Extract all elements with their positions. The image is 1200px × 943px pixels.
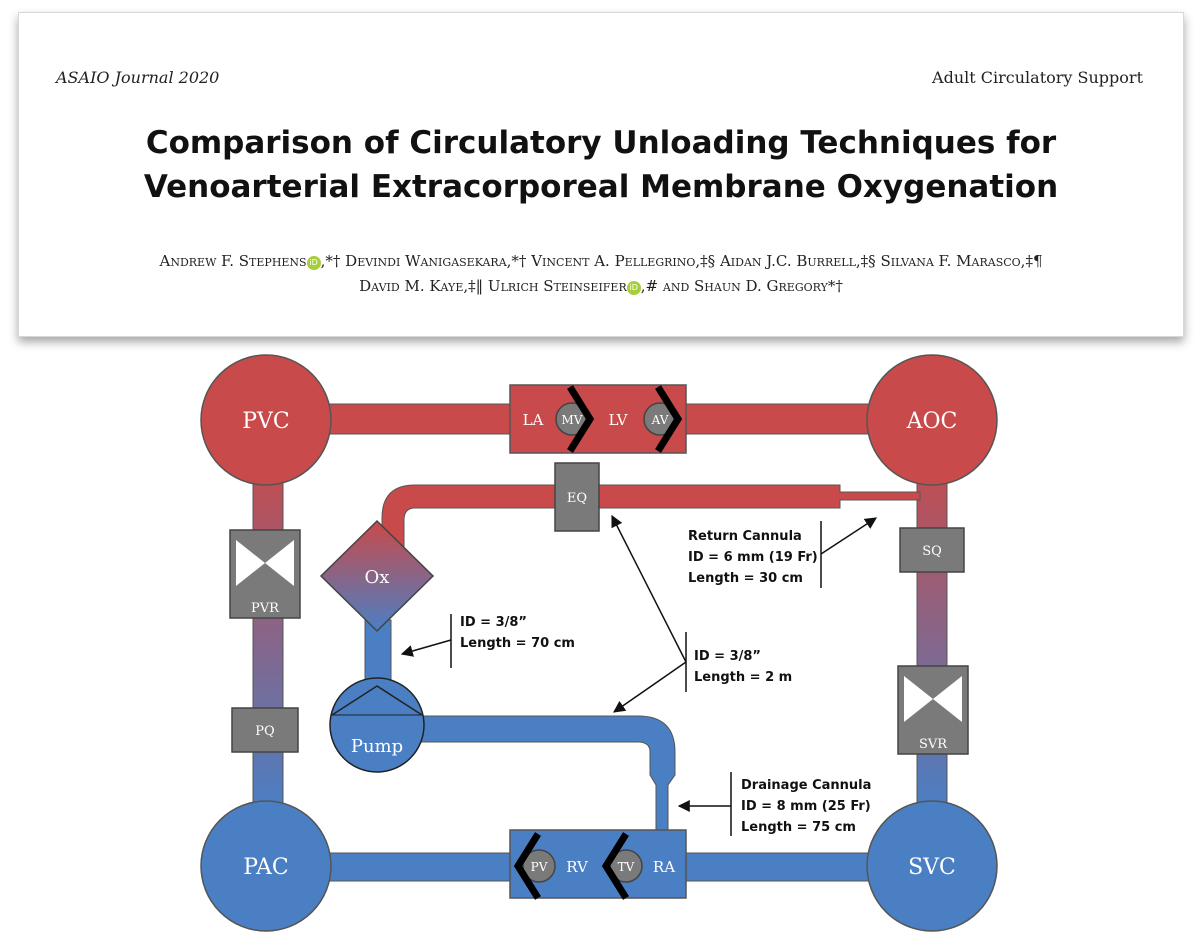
tv-label: TV — [618, 860, 635, 874]
svc-label: SVC — [908, 855, 956, 880]
return-cannula-annotation: Return Cannula ID = 6 mm (19 Fr) Length … — [688, 517, 878, 588]
pac-label: PAC — [243, 855, 289, 880]
paper-title: Comparison of Circulatory Unloading Tech… — [19, 121, 1183, 209]
pump — [329, 677, 425, 773]
ra-label: RA — [653, 858, 675, 876]
author-name: Ulrich Steinseifer — [487, 277, 627, 295]
pvr-valve-icon — [265, 540, 294, 586]
drainage-tubing — [399, 715, 676, 833]
eq-label: EQ — [567, 491, 587, 506]
author-marks: ,‡§ — [855, 252, 876, 270]
ox-label: Ox — [365, 567, 390, 588]
pulmonary-resistance-vessel — [252, 449, 284, 811]
eq-sensor — [554, 462, 600, 532]
drainage-cannula-annotation: Drainage Cannula ID = 8 mm (25 Fr) Lengt… — [677, 772, 871, 836]
svr-label: SVR — [919, 737, 948, 752]
aoc-chamber — [866, 354, 998, 486]
oxygenator — [319, 519, 435, 633]
systemic-resistance-vessel — [916, 449, 948, 811]
orcid-icon[interactable]: iD — [626, 281, 641, 295]
la-label: LA — [523, 411, 544, 429]
drainage-cannula-id: ID = 8 mm (25 Fr) — [741, 799, 871, 814]
drainage-cannula-length: Length = 75 cm — [741, 820, 856, 835]
svr-valve-icon — [904, 676, 933, 722]
author-name: Silvana F. Marasco — [880, 252, 1021, 270]
sq-label: SQ — [922, 544, 942, 559]
loop-tubing-annotation: ID = 3/8” Length = 2 m — [611, 514, 792, 713]
author-name: Devindi Wanigasekara — [345, 252, 507, 270]
title-line-2: Venoarterial Extracorporeal Membrane Oxy… — [143, 169, 1059, 205]
return-cannula-title: Return Cannula — [688, 529, 802, 544]
aortic-valve-icon — [655, 385, 683, 453]
lv-label: LV — [608, 411, 628, 429]
return-cannula-id: ID = 6 mm (19 Fr) — [688, 550, 818, 565]
title-line-1: Comparison of Circulatory Unloading Tech… — [145, 125, 1057, 161]
author-marks: ,*† — [320, 252, 341, 270]
orcid-icon[interactable]: iD — [306, 256, 321, 270]
pq-label: PQ — [255, 724, 274, 739]
tricuspid-valve-icon — [601, 832, 629, 900]
section-name: Adult Circulatory Support — [932, 68, 1143, 87]
pvr-valve-icon — [236, 540, 265, 586]
pq-sensor — [231, 707, 299, 753]
pac-chamber — [200, 800, 332, 932]
mitral-valve-icon — [567, 385, 595, 453]
author-name: Vincent A. Pellegrino — [531, 252, 696, 270]
pv-label: PV — [531, 860, 548, 874]
rv-label: RV — [566, 858, 589, 876]
aoc-label: AOC — [906, 409, 958, 434]
author-name: Andrew F. Stephens — [159, 252, 307, 270]
ox-tubing-length: Length = 70 cm — [460, 636, 575, 651]
pulmonary-valve-icon — [513, 832, 541, 900]
svc-chamber — [866, 800, 998, 932]
author-marks: ,‡‖ — [463, 277, 484, 295]
pvc-label: PVC — [242, 409, 290, 434]
return-tubing — [381, 484, 921, 553]
author-name: Aidan J.C. Burrell — [719, 252, 856, 270]
pulmonary-valve — [522, 849, 556, 883]
pump-impeller-icon — [331, 685, 423, 716]
left-heart-box — [509, 384, 687, 454]
mv-label: MV — [562, 413, 583, 427]
author-marks: ,# — [640, 277, 659, 295]
author-name: David M. Kaye — [359, 277, 464, 295]
author-name: and Shaun D. Gregory — [662, 277, 828, 295]
return-cannula-length: Length = 30 cm — [688, 571, 803, 586]
svr-valve-icon — [933, 676, 962, 722]
journal-name: ASAIO Journal 2020 — [56, 68, 220, 87]
author-marks: ,‡¶ — [1020, 252, 1043, 270]
author-marks: ,‡§ — [695, 252, 716, 270]
ox-tubing-annotation: ID = 3/8” Length = 70 cm — [400, 614, 575, 668]
pvr-label: PVR — [251, 601, 280, 616]
loop-tubing-id: ID = 3/8” — [694, 649, 761, 664]
drainage-cannula-title: Drainage Cannula — [741, 778, 871, 793]
author-marks: ,*† — [506, 252, 527, 270]
paper-header: ASAIO Journal 2020 Adult Circulatory Sup… — [18, 12, 1184, 337]
av-label: AV — [651, 413, 669, 427]
author-marks: *† — [827, 277, 843, 295]
pvc-chamber — [200, 354, 332, 486]
pump-label: Pump — [351, 736, 403, 757]
sq-sensor — [899, 527, 965, 573]
ox-tubing-id: ID = 3/8” — [460, 615, 527, 630]
loop-tubing-length: Length = 2 m — [694, 670, 792, 685]
